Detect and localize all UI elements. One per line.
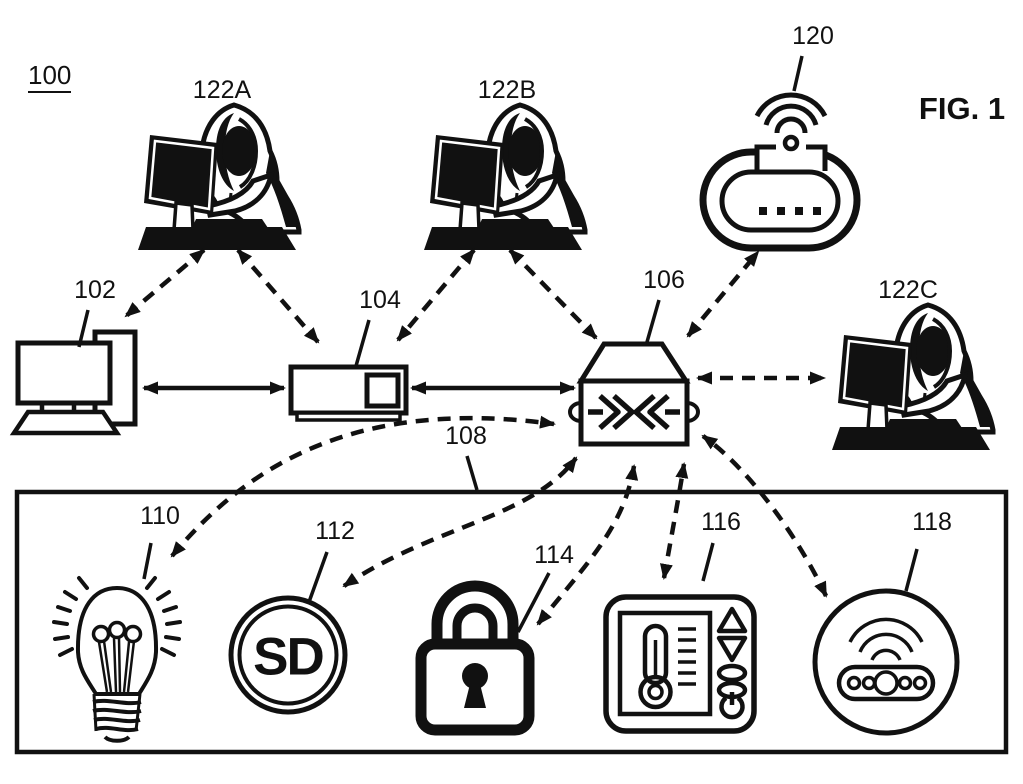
figure-caption: FIG. 1: [918, 91, 1006, 126]
label-sd-card: 112: [315, 517, 355, 545]
label-switch: 106: [643, 266, 685, 294]
iot-hub-120-icon: [699, 92, 861, 252]
workstation-102-icon: [9, 329, 138, 436]
label-workstation: 102: [74, 276, 116, 304]
label-attacker-b: 122B: [477, 76, 537, 104]
smart-speaker-118-icon: [812, 588, 960, 736]
crossed-arrows-icon: [588, 393, 680, 431]
label-modem: 104: [359, 286, 401, 314]
switch-106-icon: [568, 341, 700, 447]
keyhole-icon: [462, 663, 488, 689]
indicator-dots: [759, 207, 821, 215]
link-106-120: [686, 250, 760, 338]
label-network-boundary: 108: [445, 422, 487, 450]
sd-card-112-icon: [228, 595, 348, 715]
modem-104-icon: [288, 364, 409, 422]
link-122a-102: [124, 248, 206, 318]
pointer-lines: [77, 55, 919, 633]
link-106-114: [536, 464, 639, 626]
link-122b-104: [396, 248, 476, 342]
link-122b-106: [508, 248, 598, 340]
figure-reference-number: 100: [28, 62, 72, 93]
link-106-118: [701, 434, 829, 598]
light-rays: [52, 576, 182, 657]
label-iot-hub: 120: [792, 22, 834, 50]
label-light-bulb: 110: [140, 502, 180, 530]
thermostat-116-icon: [603, 594, 757, 734]
label-attacker-a: 122A: [192, 76, 252, 104]
link-122a-104: [236, 248, 320, 344]
thermometer-icon: [642, 623, 669, 686]
attacker-122c-icon: [832, 305, 993, 450]
sd-card-text: SD: [253, 627, 325, 687]
wifi-icon: [754, 92, 828, 134]
thermostat-buttons: [716, 606, 748, 720]
label-attacker-c: 122C: [878, 276, 938, 304]
link-106-110: [170, 415, 556, 558]
label-thermostat: 116: [701, 508, 741, 536]
power-icon: [719, 696, 745, 720]
attacker-122b-icon: [424, 105, 585, 250]
smart-lock-114-icon: [415, 580, 535, 736]
light-bulb-110-icon: [52, 576, 182, 743]
wifi-icon: [848, 617, 924, 661]
label-smart-speaker: 118: [912, 508, 952, 536]
attacker-122a-icon: [138, 105, 299, 250]
link-106-116: [660, 462, 689, 580]
label-smart-lock: 114: [534, 541, 574, 569]
